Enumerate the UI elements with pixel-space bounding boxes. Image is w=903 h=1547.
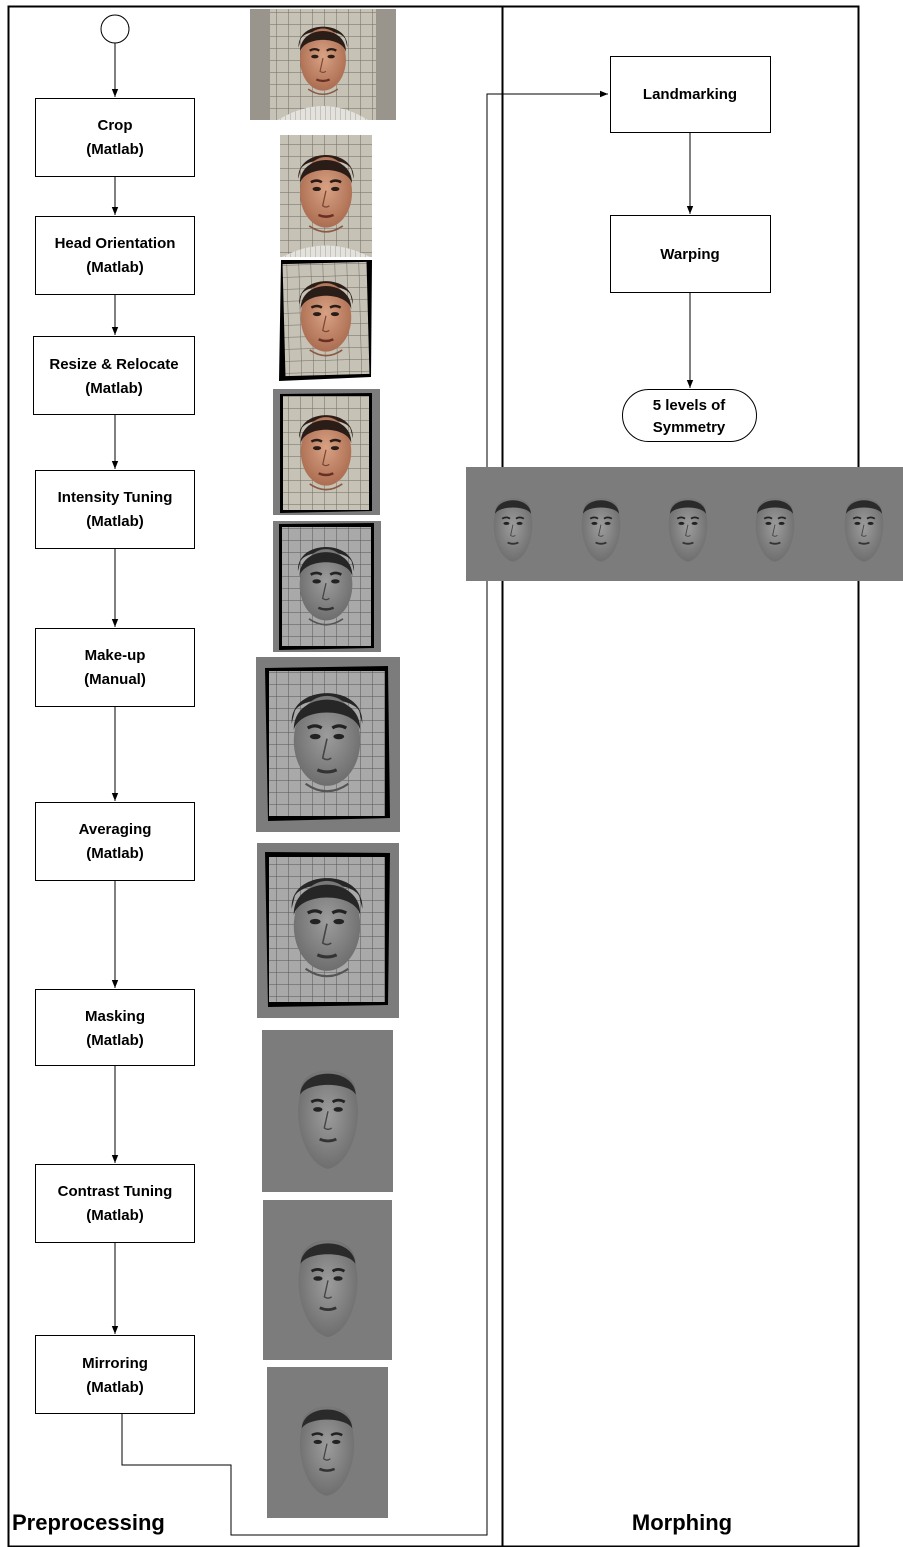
edge-mirroring-to-landmarking — [121, 90, 608, 1536]
step-intensity-tuning: Intensity Tuning (Matlab) — [35, 470, 195, 549]
step-warping-label: Warping — [660, 246, 719, 263]
morphing-lane-title: Morphing — [632, 1510, 732, 1535]
preprocessing-lane-title: Preprocessing — [12, 1510, 165, 1535]
step-crop-tool: (Matlab) — [86, 141, 144, 158]
step-resize-relocate-label: Resize & Relocate — [49, 356, 178, 373]
symmetry-output-line1: 5 levels of — [653, 397, 727, 414]
step-contrast-tuning-label: Contrast Tuning — [58, 1183, 173, 1200]
step-averaging-tool: (Matlab) — [86, 845, 144, 862]
photo-masked — [262, 1030, 393, 1192]
photo-contrast-tuned — [263, 1200, 392, 1360]
photo-averaged — [257, 843, 399, 1018]
step-landmarking: Landmarking — [610, 56, 771, 133]
step-head-orientation-label: Head Orientation — [55, 235, 176, 252]
photo-resized — [273, 389, 380, 515]
step-averaging-label: Averaging — [79, 821, 152, 838]
step-masking-label: Masking — [85, 1008, 145, 1025]
photo-original — [250, 9, 396, 120]
step-make-up-tool: (Manual) — [84, 671, 146, 688]
step-mirroring-label: Mirroring — [82, 1355, 148, 1372]
step-warping: Warping — [610, 215, 771, 293]
symmetry-output-line2: Symmetry — [653, 419, 726, 436]
step-mirroring-tool: (Matlab) — [86, 1379, 144, 1396]
symmetry-output-node: 5 levels of Symmetry — [622, 389, 757, 442]
step-landmarking-label: Landmarking — [643, 86, 737, 103]
photo-mirrored — [267, 1367, 388, 1518]
step-head-orientation: Head Orientation (Matlab) — [35, 216, 195, 295]
step-crop: Crop (Matlab) — [35, 98, 195, 177]
symmetry-levels-strip — [466, 467, 903, 581]
step-head-orientation-tool: (Matlab) — [86, 259, 144, 276]
photo-make-up — [256, 657, 400, 832]
step-averaging: Averaging (Matlab) — [35, 802, 195, 881]
step-masking-tool: (Matlab) — [86, 1032, 144, 1049]
step-masking: Masking (Matlab) — [35, 989, 195, 1066]
step-make-up-label: Make-up — [85, 647, 146, 664]
step-intensity-tuning-tool: (Matlab) — [86, 513, 144, 530]
step-mirroring: Mirroring (Matlab) — [35, 1335, 195, 1414]
photo-head-oriented — [279, 260, 372, 381]
step-resize-relocate: Resize & Relocate (Matlab) — [33, 336, 195, 415]
step-contrast-tuning-tool: (Matlab) — [86, 1207, 144, 1224]
step-contrast-tuning: Contrast Tuning (Matlab) — [35, 1164, 195, 1243]
start-node — [100, 14, 130, 44]
step-resize-relocate-tool: (Matlab) — [85, 380, 143, 397]
photo-intensity-tuned — [273, 521, 381, 652]
step-make-up: Make-up (Manual) — [35, 628, 195, 707]
photo-cropped — [280, 135, 372, 257]
step-crop-label: Crop — [98, 117, 133, 134]
step-intensity-tuning-label: Intensity Tuning — [58, 489, 173, 506]
